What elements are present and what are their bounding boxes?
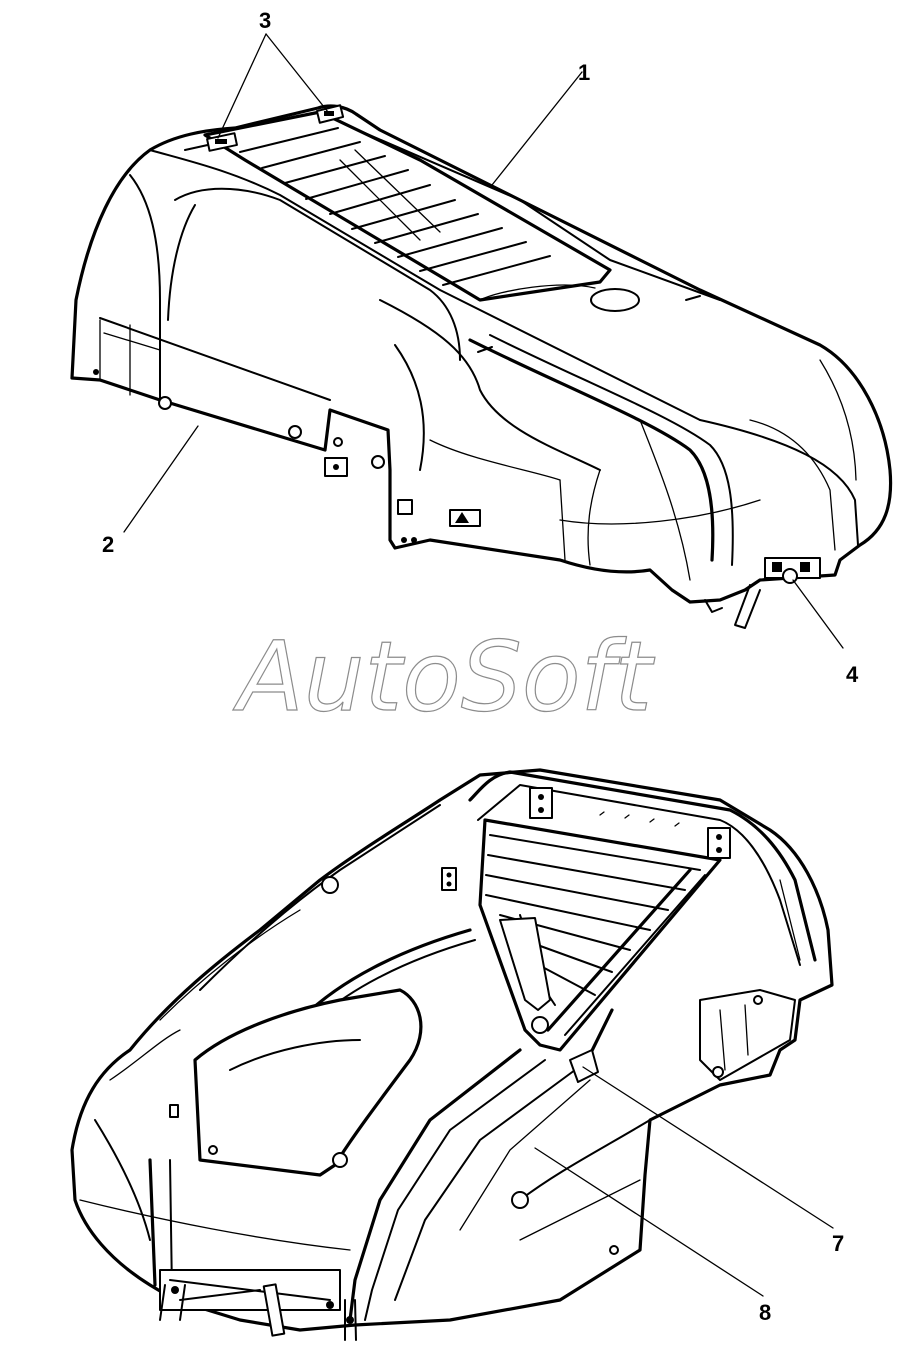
- callout-7: 7: [832, 1231, 844, 1256]
- callout-8: 8: [759, 1300, 771, 1325]
- hood-exterior-view: [70, 104, 893, 629]
- callout-3: 3: [259, 8, 271, 33]
- callout-2: 2: [102, 532, 114, 557]
- callout-4: 4: [846, 662, 859, 687]
- watermark-text: AutoSoft: [232, 621, 655, 733]
- hood-interior-view: [70, 768, 834, 1341]
- top-leader-lines: [123, 33, 844, 649]
- callout-numbers: 3 1 2 4 7 8: [102, 8, 859, 1325]
- interior-grille-slats: [485, 834, 701, 996]
- bottom-leader-lines: [534, 1066, 834, 1297]
- callout-1: 1: [578, 60, 590, 85]
